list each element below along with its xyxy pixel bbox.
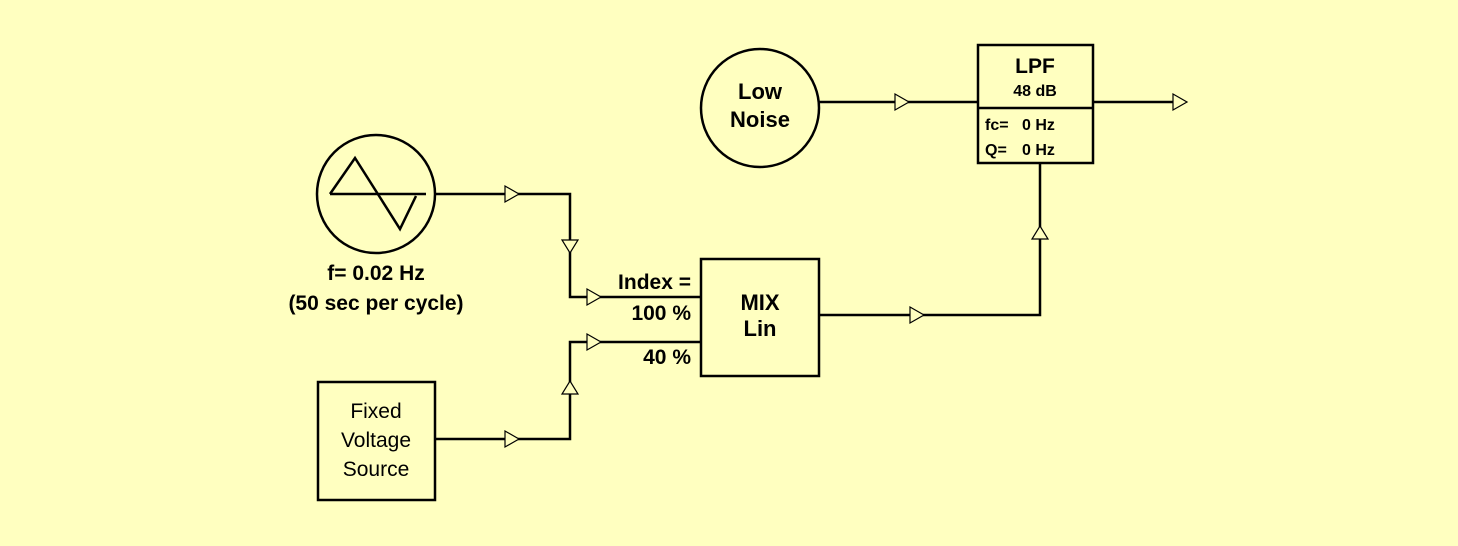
lpf-title: LPF (1015, 55, 1055, 78)
low-noise-label: Low (738, 79, 783, 104)
lpf-q-value: 0 Hz (1022, 142, 1055, 159)
arrow-right-icon (909, 305, 926, 325)
lfo-oscillator: f= 0.02 Hz (50 sec per cycle) (288, 133, 464, 315)
arrow-right-icon (504, 184, 521, 204)
mixer-title: MIX (740, 290, 779, 315)
lfo-cycle-label: (50 sec per cycle) (288, 292, 463, 315)
mixer-input2-level: 40 % (643, 346, 691, 369)
arrow-right-icon (586, 287, 603, 307)
lfo-frequency-label: f= 0.02 Hz (327, 262, 424, 285)
low-noise-label: Noise (730, 107, 790, 132)
lpf-fc-label: fc= (985, 117, 1009, 134)
lpf-q-label: Q= (985, 142, 1007, 159)
lpf-slope: 48 dB (1013, 83, 1057, 100)
fixed-source-label: Voltage (341, 429, 411, 452)
arrow-down-icon (560, 239, 580, 255)
lpf-fc-value: 0 Hz (1022, 117, 1055, 134)
arrow-right-icon (894, 92, 911, 112)
arrow-right-icon (586, 332, 603, 352)
fixed-voltage-source: Fixed Voltage Source (316, 380, 437, 502)
arrow-up-icon (560, 379, 580, 395)
fixed-source-label: Fixed (350, 400, 401, 423)
lpf-block: LPF 48 dB fc= 0 Hz Q= 0 Hz (976, 43, 1095, 165)
triangle-wave-icon (328, 155, 418, 232)
mixer-mode: Lin (744, 316, 777, 341)
arrow-right-icon (504, 429, 521, 449)
mixer-input1-level: 100 % (631, 302, 691, 325)
low-noise-source: Low Noise (699, 47, 821, 169)
mixer-block: MIX Lin (699, 257, 821, 378)
arrow-up-icon (1030, 224, 1050, 240)
fixed-source-label: Source (343, 458, 410, 481)
arrow-right-icon (1172, 92, 1189, 112)
mixer-to-lpf-wire (819, 163, 1042, 317)
mixer-index-label: Index = (618, 271, 691, 294)
